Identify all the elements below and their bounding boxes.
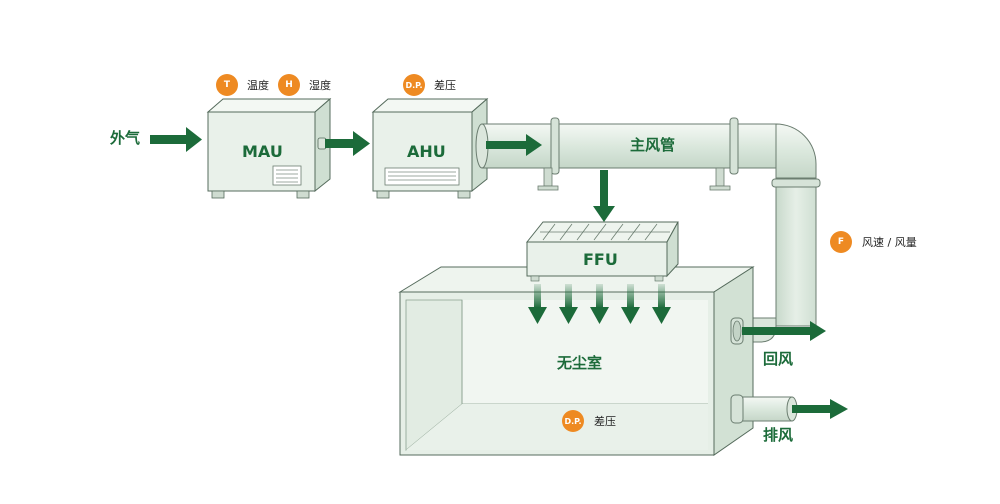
duct-flow-arrow bbox=[486, 134, 542, 156]
return-air-arrow bbox=[742, 321, 826, 341]
mau-label: MAU bbox=[242, 142, 283, 161]
exhaust-arrow bbox=[792, 399, 848, 419]
ffu-unit bbox=[525, 221, 679, 282]
mau-to-ahu-arrow bbox=[325, 131, 370, 156]
humidity-sensor-label: 湿度 bbox=[309, 79, 331, 92]
ahu-unit bbox=[371, 97, 489, 199]
cleanroom-dp-sensor-label: 差压 bbox=[594, 415, 616, 428]
flow-sensor-badge: F bbox=[830, 231, 852, 253]
flow-sensor-label: 风速 / 风量 bbox=[862, 236, 917, 249]
downflow-arrow bbox=[652, 284, 671, 324]
ffu-label: FFU bbox=[583, 250, 618, 269]
mau-unit bbox=[206, 97, 332, 199]
ahu-dp-sensor-label: 差压 bbox=[434, 79, 456, 92]
return-air-outlet bbox=[730, 317, 744, 345]
main-duct bbox=[475, 117, 778, 191]
exhaust-pipe bbox=[730, 394, 798, 424]
main-duct-label: 主风管 bbox=[630, 136, 676, 154]
downflow-arrows bbox=[528, 284, 671, 324]
outside-air-arrow bbox=[150, 127, 202, 152]
duct-to-ffu-arrow bbox=[593, 170, 615, 222]
cleanroom-dp-sensor-badge: D.P. bbox=[562, 410, 584, 432]
downflow-arrow bbox=[528, 284, 547, 324]
temperature-sensor-label: 温度 bbox=[247, 79, 269, 92]
cleanroom-label: 无尘室 bbox=[557, 354, 603, 372]
outside-air-label: 外气 bbox=[110, 129, 141, 147]
downflow-arrow bbox=[559, 284, 578, 324]
humidity-sensor-badge: H bbox=[278, 74, 300, 96]
temperature-sensor-badge: T bbox=[216, 74, 238, 96]
ahu-dp-sensor-badge: D.P. bbox=[403, 74, 425, 96]
ahu-label: AHU bbox=[407, 142, 446, 161]
cleanroom-box bbox=[398, 266, 755, 456]
downflow-arrow bbox=[621, 284, 640, 324]
exhaust-label: 排风 bbox=[763, 426, 794, 444]
downflow-arrow bbox=[590, 284, 609, 324]
return-air-label: 回风 bbox=[763, 350, 794, 368]
